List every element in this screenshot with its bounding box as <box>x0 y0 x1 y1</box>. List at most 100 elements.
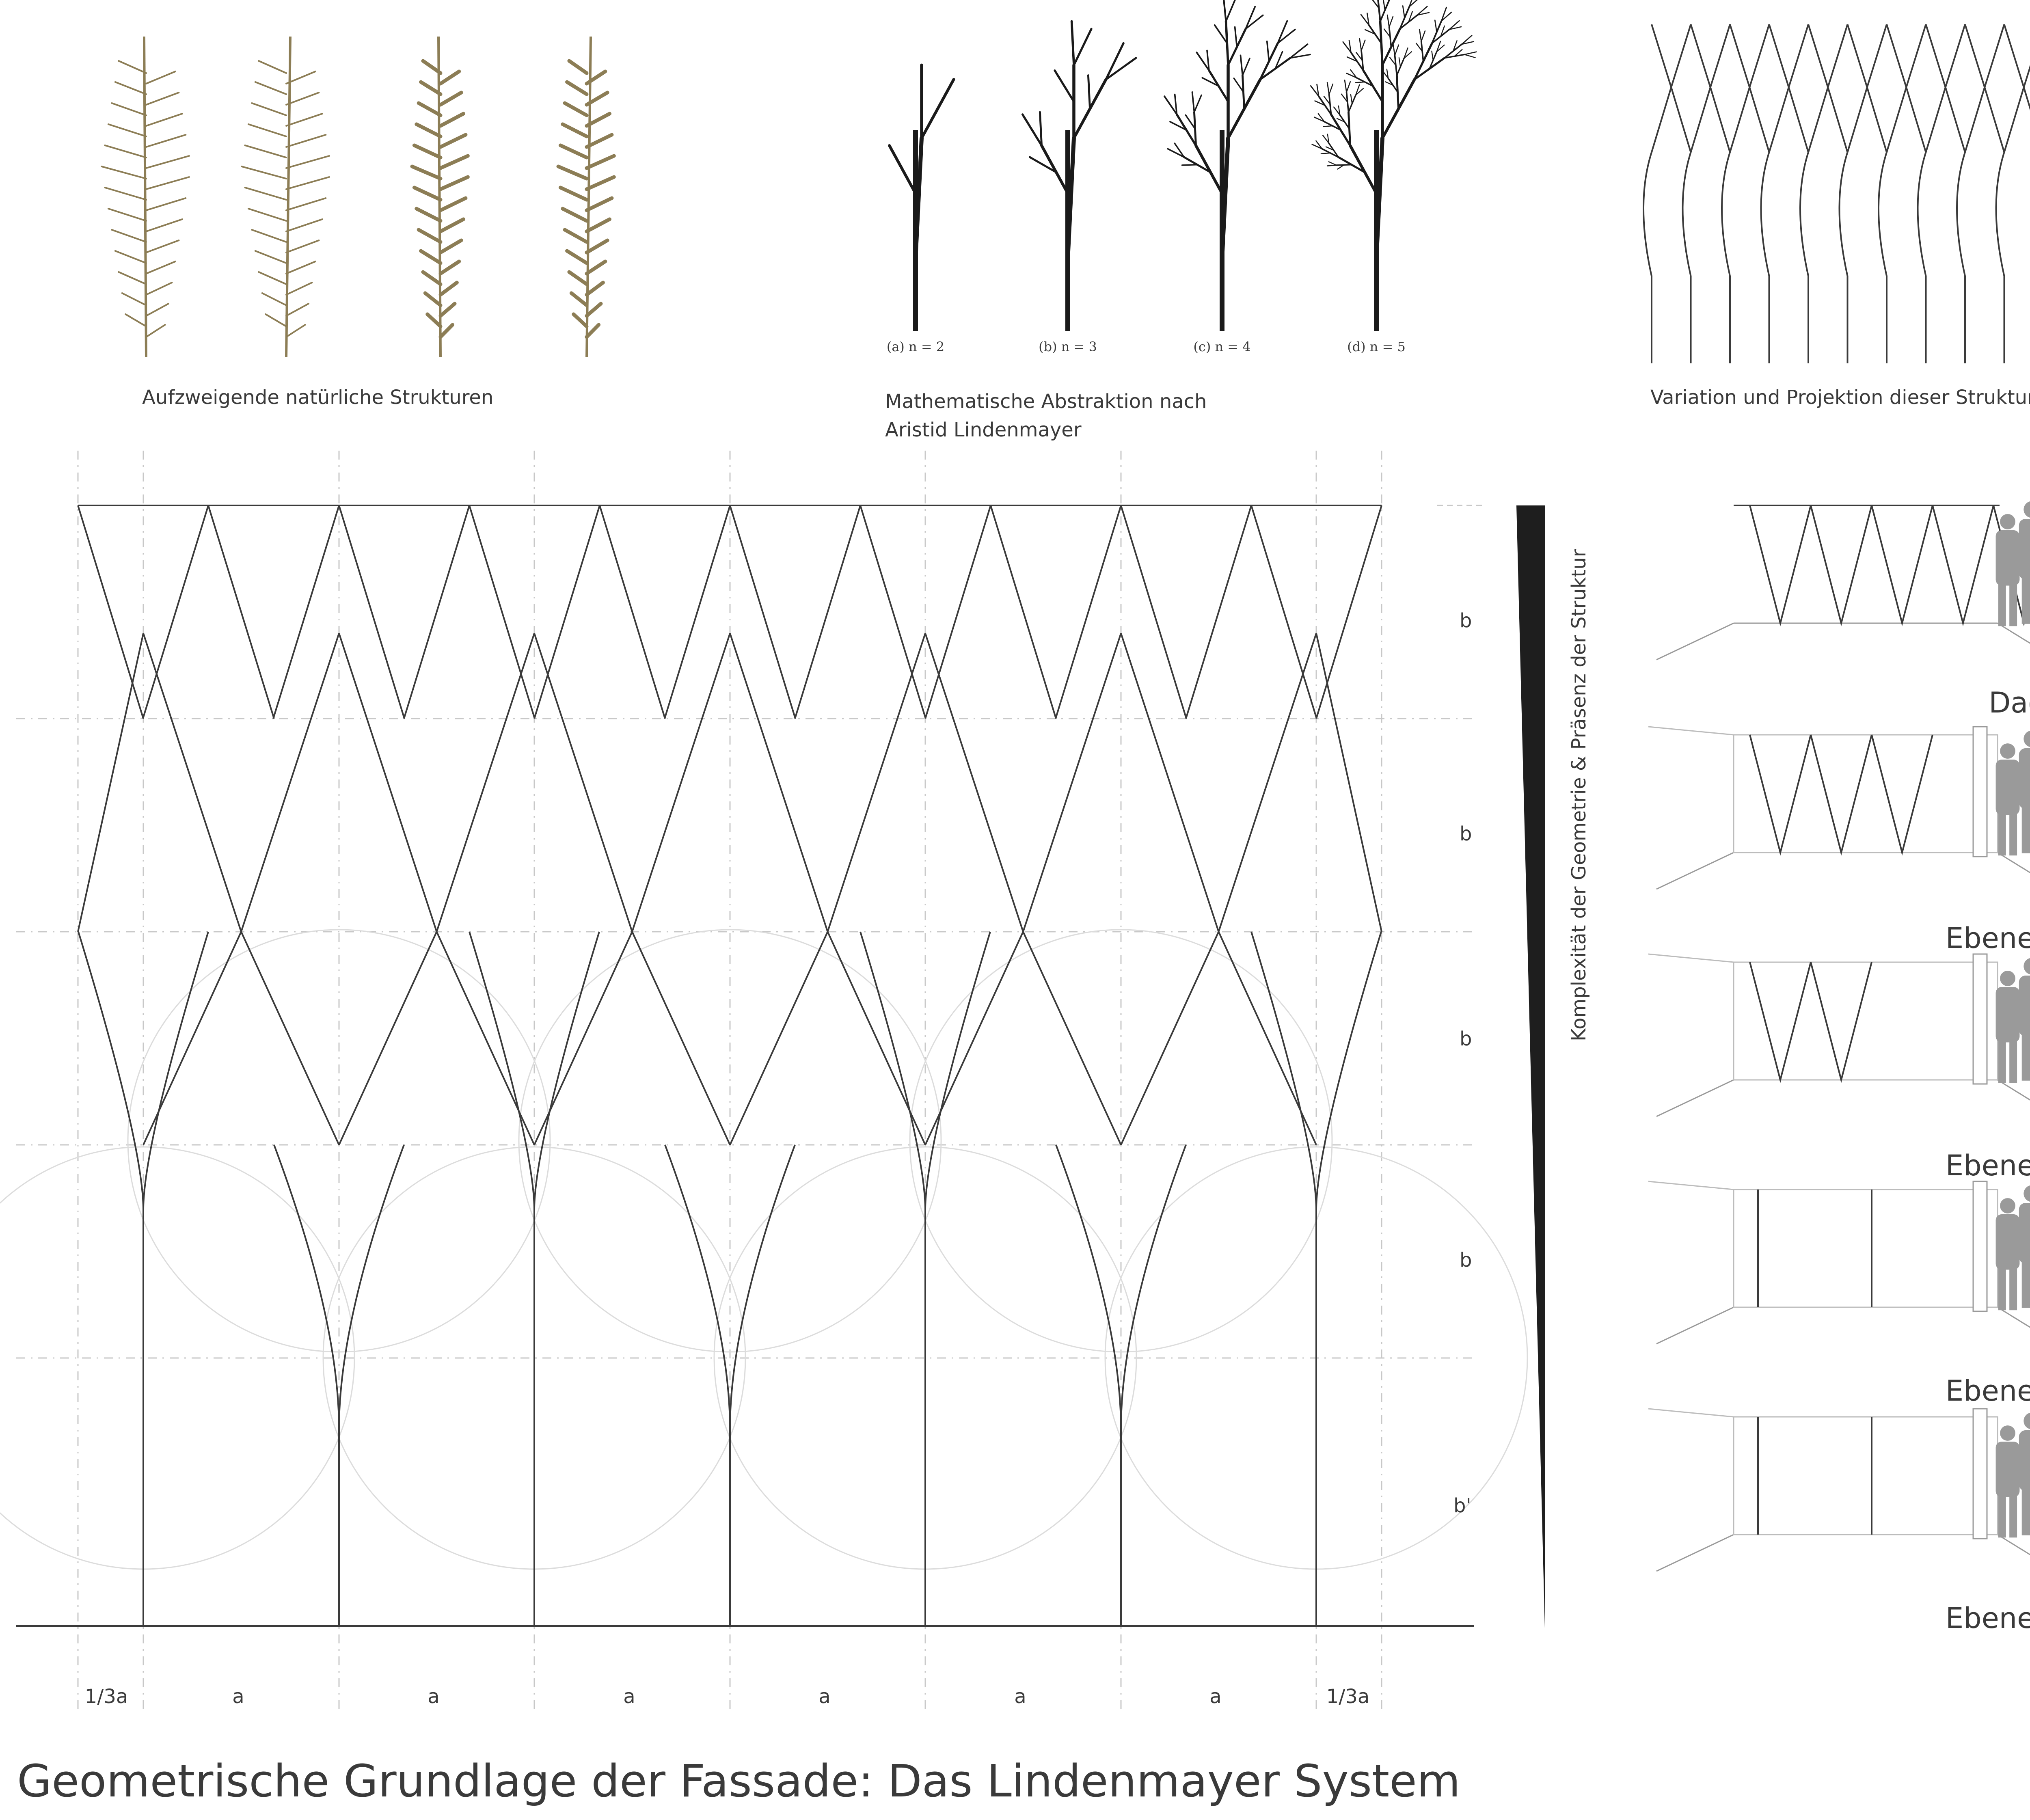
tree-branch <box>1386 14 1390 28</box>
plant-frond <box>558 143 589 160</box>
plant-frond <box>565 80 589 96</box>
tree-branch <box>1070 20 1075 67</box>
tree-branch <box>1355 81 1365 83</box>
tree-branch <box>1464 51 1477 55</box>
plant-frond <box>585 302 603 318</box>
floor-edge <box>1997 1534 2030 1555</box>
plant-frond <box>247 123 287 137</box>
person-head <box>2000 1425 2015 1441</box>
tree-branch <box>1360 14 1370 26</box>
person-head <box>2024 1185 2030 1202</box>
person-head <box>2024 1412 2030 1429</box>
person-leg <box>2021 1486 2030 1535</box>
facade-edges <box>77 633 1382 932</box>
floor-edge <box>1656 1306 1734 1345</box>
plant-frond <box>419 80 443 96</box>
tree-branch <box>1449 26 1462 30</box>
tree-branch <box>1214 24 1228 44</box>
tree-branch <box>1289 54 1311 59</box>
tree-branch <box>1193 94 1202 113</box>
tree-branch <box>1392 43 1395 56</box>
tree-branch <box>1361 39 1366 51</box>
column-long-0 <box>273 1144 405 1626</box>
math-caption-line2: Aristid Lindenmayer <box>885 419 1082 441</box>
level-structure <box>1757 1190 1872 1307</box>
tree-branch <box>1223 0 1227 22</box>
plant-frond <box>285 282 313 296</box>
variation-caption: Variation und Projektion dieser Struktur <box>1650 386 2030 409</box>
tree-branch <box>1419 29 1422 42</box>
tree-branch <box>1365 29 1376 35</box>
plant-frond <box>417 228 443 244</box>
tree-branch <box>1323 96 1331 105</box>
person-leg <box>2009 581 2017 626</box>
plant-frond <box>285 134 327 148</box>
room-box <box>1733 961 1998 1081</box>
construction-circle-2 <box>909 929 1333 1353</box>
person-leg <box>2021 1032 2030 1081</box>
tree-branch <box>1289 43 1309 59</box>
plant-frond <box>585 323 601 339</box>
col-label-5: a <box>1014 1685 1026 1708</box>
tree-branch <box>1372 0 1380 9</box>
tree-branch <box>1087 74 1091 110</box>
plant-frond <box>247 208 287 222</box>
plant-frond <box>285 324 306 338</box>
tree-branch <box>1105 57 1137 81</box>
glass-pane <box>1972 1408 1988 1539</box>
plant-frond <box>438 302 457 318</box>
person-body <box>2019 1430 2030 1491</box>
person-body <box>1995 530 2020 586</box>
plant-frond <box>145 92 180 106</box>
plant-frond <box>285 176 330 190</box>
level-structure <box>1749 962 1872 1083</box>
tree-branch <box>1461 41 1475 45</box>
level-section-2 <box>1648 953 2030 1117</box>
plant-frond <box>421 270 443 286</box>
lsystem-trees: (a) n = 2(b) n = 3(c) n = 4(d) n = 5 <box>887 0 1477 354</box>
plant-frond <box>145 71 176 84</box>
tree-branch <box>1346 73 1357 78</box>
person-head <box>2000 514 2015 529</box>
row-label-b2: b <box>1460 823 1472 845</box>
room-box <box>1733 734 1998 853</box>
tree-branch <box>1164 95 1178 115</box>
plant-frond <box>114 81 147 95</box>
tree-branch <box>1328 83 1334 95</box>
plant-frond <box>567 59 589 75</box>
plant-frond <box>585 133 614 149</box>
lsystem-tree-2 <box>888 63 955 331</box>
tree-branch <box>1449 20 1460 30</box>
plant-2 <box>241 36 330 358</box>
plant-frond <box>145 113 183 127</box>
plant-frond <box>410 164 443 181</box>
tree-branch <box>1322 135 1330 144</box>
person-leg <box>2009 1038 2017 1083</box>
person-head <box>2000 743 2015 759</box>
plant-frond <box>121 292 147 306</box>
tree-branch <box>1383 28 1391 38</box>
level-structure <box>1749 734 1933 856</box>
person-head <box>2024 501 2030 518</box>
col-label-6: a <box>1209 1685 1221 1708</box>
complexity-label: Komplexität der Geometrie & Präsenz der … <box>1568 549 1590 1041</box>
floor-edge <box>1997 852 2030 873</box>
tree-branch <box>1403 51 1412 59</box>
tree-branch <box>1403 47 1408 59</box>
tree-branch <box>1233 78 1244 93</box>
plant-frond <box>114 250 147 264</box>
tree-branch <box>1342 41 1352 53</box>
tree-branch <box>1408 11 1413 23</box>
plant-frond <box>258 271 287 285</box>
col-label-4: a <box>818 1685 830 1708</box>
tree-branch <box>1174 142 1185 158</box>
plant-frond <box>107 208 147 222</box>
floor-edge <box>1656 622 1734 661</box>
person-body <box>1995 1442 2020 1497</box>
tree-branch <box>1440 25 1445 37</box>
column-short-3 <box>1250 931 1382 1626</box>
complexity-wedge <box>1516 505 1545 1628</box>
ceiling-edge <box>1648 953 1734 963</box>
tree-branch <box>1310 85 1320 97</box>
plant-frond <box>421 59 443 75</box>
